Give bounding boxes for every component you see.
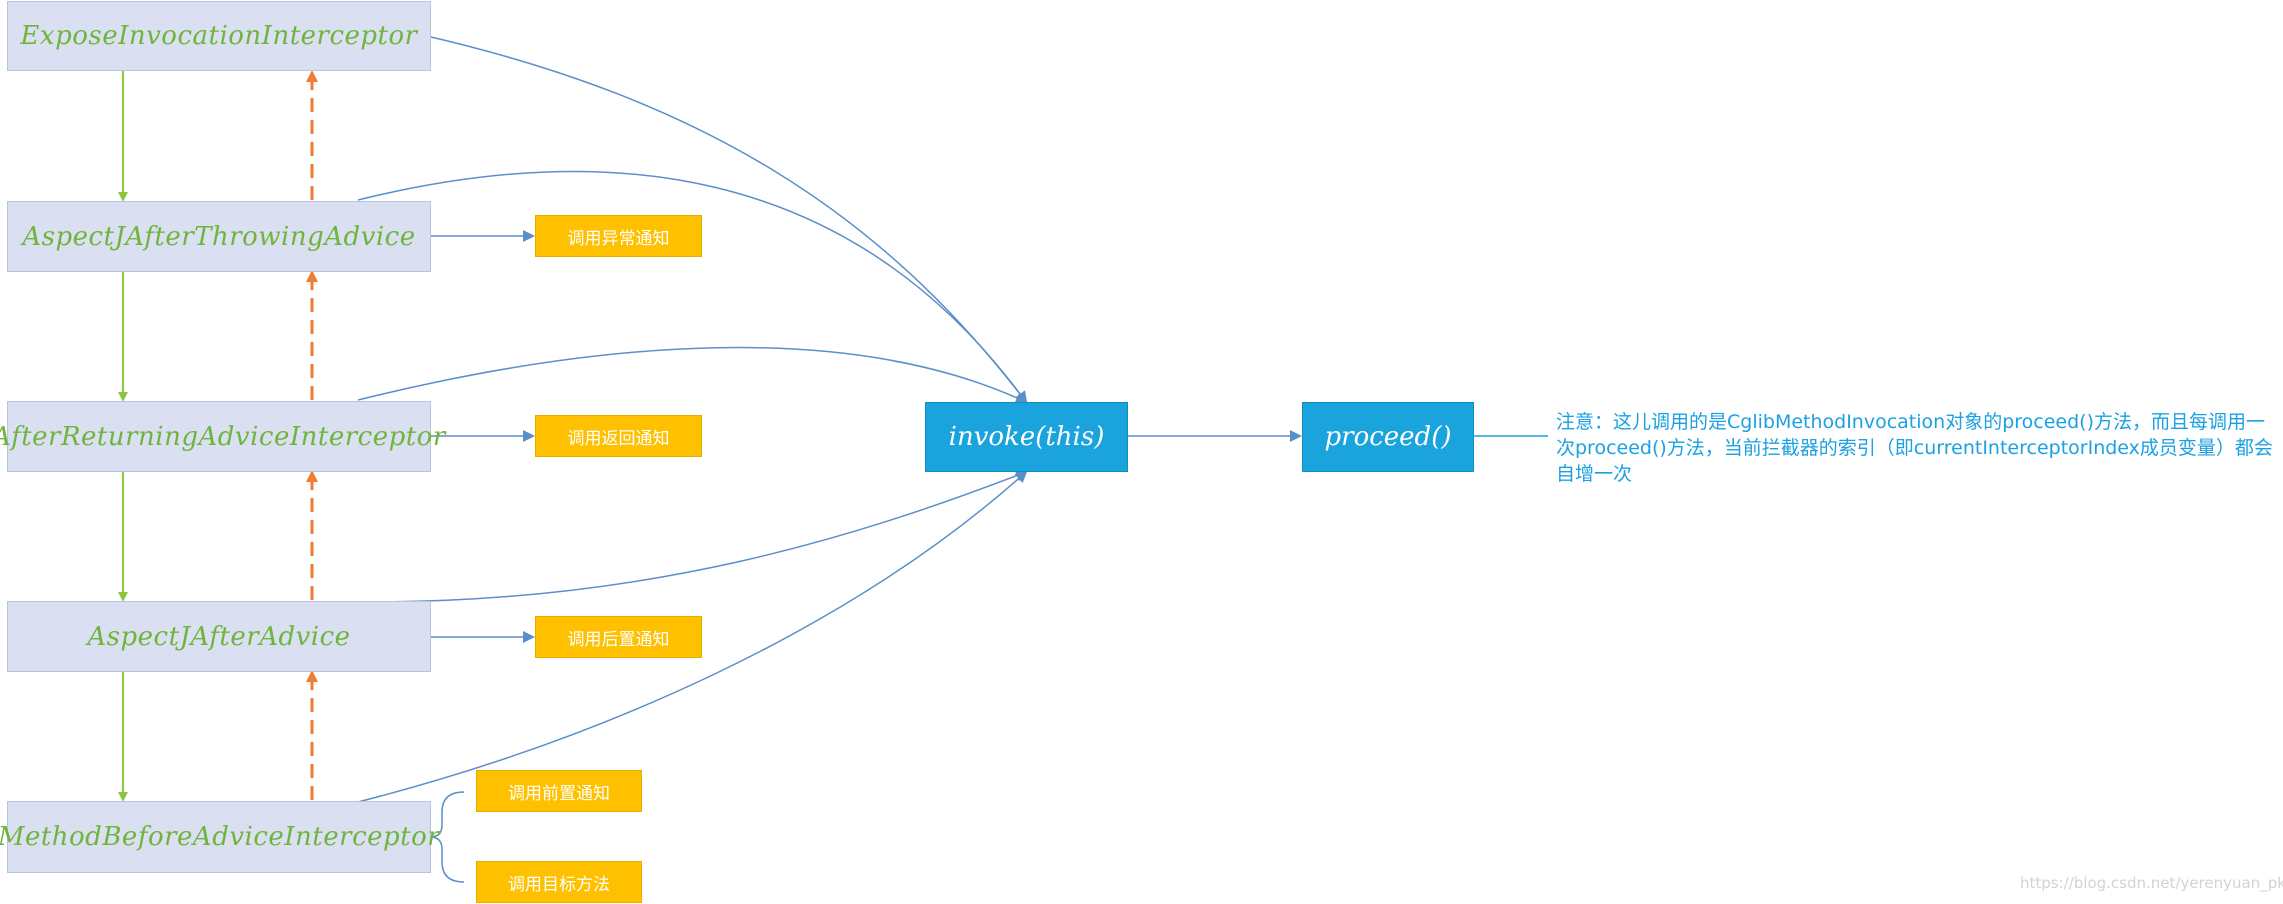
node-after-returning-advice-interceptor: AfterReturningAdviceInterceptor — [0, 401, 445, 472]
tag-call-returning-advice: 调用返回通知 — [535, 415, 702, 457]
watermark: https://blog.csdn.net/yerenyuan_pku — [2020, 874, 2283, 892]
node-method-before-advice-interceptor: MethodBeforeAdviceInterceptor — [0, 801, 440, 873]
tag-call-target-method: 调用目标方法 — [476, 861, 642, 903]
proceed-box: proceed() — [1302, 402, 1474, 472]
node-aspectj-after-advice: AspectJAfterAdvice — [7, 601, 431, 672]
node-expose-invocation-interceptor: ExposeInvocationInterceptor — [7, 1, 431, 71]
node-aspectj-after-throwing-advice: AspectJAfterThrowingAdvice — [7, 201, 431, 272]
curve-from-throwing — [357, 170, 1028, 404]
tag-call-after-advice: 调用后置通知 — [535, 616, 702, 658]
note-text: 注意：这儿调用的是CglibMethodInvocation对象的proceed… — [1556, 411, 2273, 485]
curve-from-before — [357, 470, 1028, 803]
invoke-box: invoke(this) — [925, 402, 1128, 472]
curve-from-expose — [430, 36, 1028, 404]
tag-call-throwing-advice: 调用异常通知 — [535, 215, 702, 257]
curve-from-returning — [357, 346, 1028, 404]
tag-call-before-advice: 调用前置通知 — [476, 770, 642, 812]
curve-from-after — [380, 470, 1028, 603]
